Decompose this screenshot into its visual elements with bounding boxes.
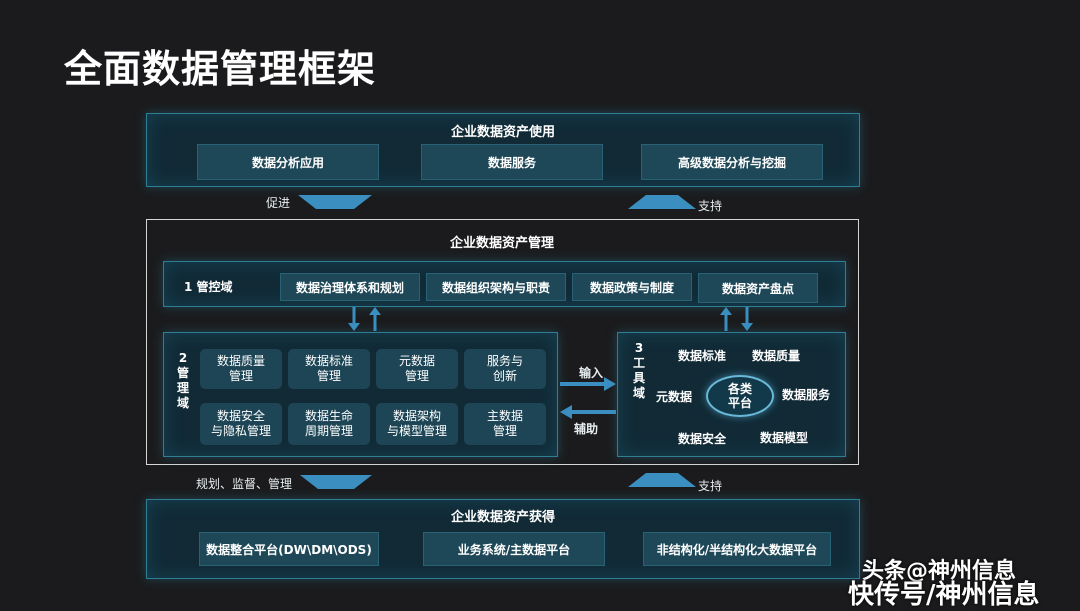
acquire-item-bigdata: 非结构化/半结构化大数据平台 [643, 532, 831, 566]
usage-item-analysis: 数据分析应用 [197, 144, 379, 180]
tool-item-metadata: 元数据 [656, 390, 693, 404]
tool-item-service: 数据服务 [782, 388, 831, 402]
management-domain-label: 2管理域 [176, 351, 189, 410]
watermark-line1: 头条@神州信息 [862, 559, 1017, 584]
control-item-governance: 数据治理体系和规划 [280, 273, 420, 301]
tool-item-quality: 数据质量 [752, 349, 801, 363]
platform-hub: 各类 平台 [706, 375, 774, 417]
left-arrow-icon [560, 405, 616, 419]
vertical-arrows-left-icon [348, 307, 381, 331]
manage-item-security: 数据安全 与隐私管理 [200, 403, 282, 445]
usage-item-service: 数据服务 [421, 144, 603, 180]
support-label-top: 支持 [698, 199, 723, 213]
acquire-item-business: 业务系统/主数据平台 [423, 532, 605, 566]
control-item-organization: 数据组织架构与职责 [426, 273, 566, 301]
page-title: 全面数据管理框架 [64, 47, 377, 91]
acquire-item-integration: 数据整合平台(DW\DM\ODS) [199, 532, 379, 566]
asset-usage-panel: 企业数据资产使用 数据分析应用 数据服务 高级数据分析与挖掘 [146, 113, 860, 187]
manage-item-architecture: 数据架构 与模型管理 [376, 403, 458, 445]
control-item-policy: 数据政策与制度 [572, 273, 692, 301]
control-item-inventory: 数据资产盘点 [698, 273, 818, 303]
tools-domain-label: 3工具域 [632, 341, 645, 400]
manage-item-quality: 数据质量 管理 [200, 349, 282, 389]
asset-management-title: 企业数据资产管理 [449, 236, 554, 251]
tool-item-model: 数据模型 [760, 431, 809, 445]
manage-item-service-innovation: 服务与 创新 [464, 349, 546, 389]
tools-domain-panel: 3工具域 数据标准 数据质量 元数据 数据服务 数据安全 数据模型 各类 平台 [617, 332, 846, 457]
up-arrow-icon [628, 195, 696, 209]
promote-label: 促进 [266, 196, 291, 210]
watermark-line2: 快传号/神州信息 [848, 580, 1040, 610]
manage-item-lifecycle: 数据生命 周期管理 [288, 403, 370, 445]
down-arrow-icon [298, 195, 372, 209]
manage-item-standard: 数据标准 管理 [288, 349, 370, 389]
support-label-bottom: 支持 [698, 479, 723, 493]
plan-supervise-label: 规划、监督、管理 [196, 477, 293, 491]
manage-item-metadata: 元数据 管理 [376, 349, 458, 389]
control-domain-panel: 1 管控域 数据治理体系和规划 数据组织架构与职责 数据政策与制度 数据资产盘点 [163, 261, 846, 307]
manage-item-master-data: 主数据 管理 [464, 403, 546, 445]
tool-item-security: 数据安全 [678, 432, 727, 446]
usage-item-advanced: 高级数据分析与挖掘 [641, 144, 823, 180]
up-arrow-icon-bottom [628, 473, 696, 487]
vertical-arrows-right-icon [720, 307, 753, 331]
tool-item-standard: 数据标准 [678, 349, 727, 363]
control-domain-label: 1 管控域 [184, 280, 233, 294]
input-label: 输入 [579, 366, 604, 380]
down-arrow-icon-bottom [300, 475, 372, 489]
asset-management-frame [146, 219, 859, 465]
platform-hub-label: 各类 平台 [727, 382, 752, 410]
asset-acquisition-title: 企业数据资产获得 [450, 510, 555, 525]
right-arrow-icon [560, 377, 616, 391]
asset-acquisition-panel: 企业数据资产获得 数据整合平台(DW\DM\ODS) 业务系统/主数据平台 非结… [146, 499, 860, 579]
asset-usage-title: 企业数据资产使用 [450, 125, 555, 140]
assist-label: 辅助 [574, 422, 599, 436]
management-domain-panel: 2管理域 数据质量 管理 数据标准 管理 元数据 管理 服务与 创新 数据安全 … [163, 332, 558, 457]
